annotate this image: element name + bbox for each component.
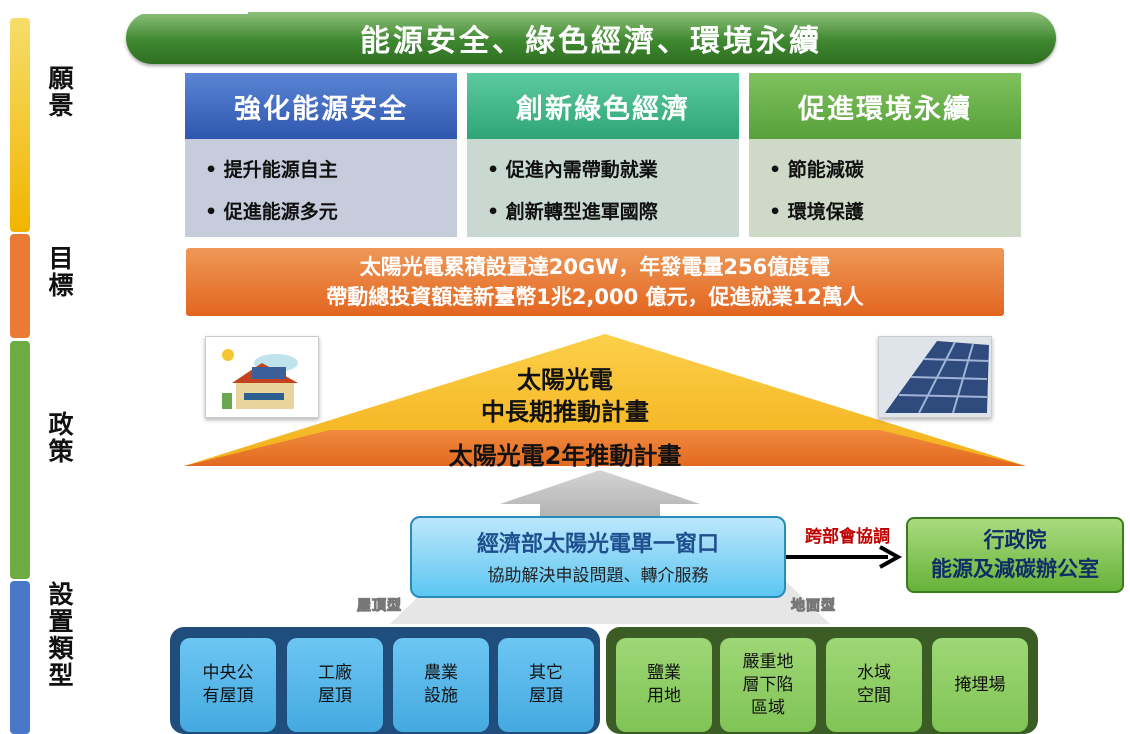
banner-notch: [126, 0, 248, 14]
policy-top-line-2: 中長期推動計畫: [481, 398, 649, 426]
target-line-2: 帶動總投資額達新臺幣1兆2,000 億元，促進就業12萬人: [326, 285, 864, 309]
single-window-subtitle: 協助解決申設問題、轉介服務: [487, 565, 709, 586]
roof-type-label: 屋頂型: [357, 598, 402, 615]
site-factory-roofs: 工廠 屋頂: [287, 638, 383, 732]
goal-body-energy-security: • 提升能源自主 • 促進能源多元: [185, 139, 457, 237]
goal-item: • 環境保護: [769, 201, 864, 223]
site-central-government-roofs: 中央公 有屋頂: [180, 638, 276, 732]
vision-banner: 能源安全、綠色經濟、環境永續: [126, 12, 1056, 64]
side-label-site-types: 設置類型: [45, 581, 74, 689]
pyramid-base: [184, 430, 1026, 466]
house-solar-icon: [222, 349, 298, 409]
office-line-1: 行政院: [983, 528, 1047, 552]
goal-item: • 節能減碳: [769, 159, 864, 181]
single-window-box: 經濟部太陽光電單一窗口 協助解決申設問題、轉介服務: [410, 516, 786, 598]
site-salt-land: 鹽業 用地: [616, 638, 712, 732]
office-line-2: 能源及減碳辦公室: [931, 557, 1099, 581]
policy-long-term: 太陽光電 中長期推動計畫: [440, 364, 690, 428]
site-agricultural-facilities: 農業 設施: [393, 638, 489, 732]
single-window-title: 經濟部太陽光電單一窗口: [476, 531, 719, 557]
cross-ministry-label: 跨部會協調: [805, 527, 890, 547]
goal-item: • 創新轉型進軍國際: [487, 201, 658, 223]
site-other-roofs: 其它 屋頂: [498, 638, 594, 732]
side-label-policy: 政策: [45, 411, 74, 465]
site-landfill: 掩埋場: [932, 638, 1028, 732]
up-arrow-top-icon: [500, 470, 700, 516]
goal-item: • 促進能源多元: [205, 201, 338, 223]
solar-panel-photo: [878, 336, 992, 418]
policy-pyramid: [184, 334, 1026, 466]
solar-panel-icon: [879, 337, 991, 417]
ground-type-label: 地面型: [791, 598, 836, 615]
vision-bar: [10, 18, 30, 232]
executive-yuan-office-box: 行政院 能源及減碳辦公室: [906, 517, 1124, 593]
policy-bar: [10, 341, 30, 579]
goal-item: • 促進內需帶動就業: [487, 159, 658, 181]
goal-title-energy-security: 強化能源安全: [185, 73, 457, 139]
site-water-space: 水域 空間: [826, 638, 922, 732]
side-label-goal: 目標: [45, 245, 74, 299]
target-line-1: 太陽光電累積設置達20GW，年發電量256億度電: [359, 255, 831, 279]
goal-bar: [10, 234, 30, 338]
goal-body-environment: • 節能減碳 • 環境保護: [749, 139, 1021, 237]
site-land-subsidence-area: 嚴重地 層下陷 區域: [720, 638, 816, 732]
rooftop-house-illustration: [205, 336, 319, 418]
goal-item: • 提升能源自主: [205, 159, 338, 181]
side-label-vision: 願景: [45, 65, 74, 119]
policy-top-line-1: 太陽光電: [517, 366, 613, 394]
goal-title-environment: 促進環境永續: [749, 73, 1021, 139]
goal-title-green-economy: 創新綠色經濟: [467, 73, 739, 139]
site-type-bar: [10, 581, 30, 734]
target-box: 太陽光電累積設置達20GW，年發電量256億度電 帶動總投資額達新臺幣1兆2,0…: [186, 248, 1004, 316]
coordination-arrow-icon: [786, 545, 903, 569]
policy-two-year: 太陽光電2年推動計畫: [448, 442, 682, 470]
goal-body-green-economy: • 促進內需帶動就業 • 創新轉型進軍國際: [467, 139, 739, 237]
